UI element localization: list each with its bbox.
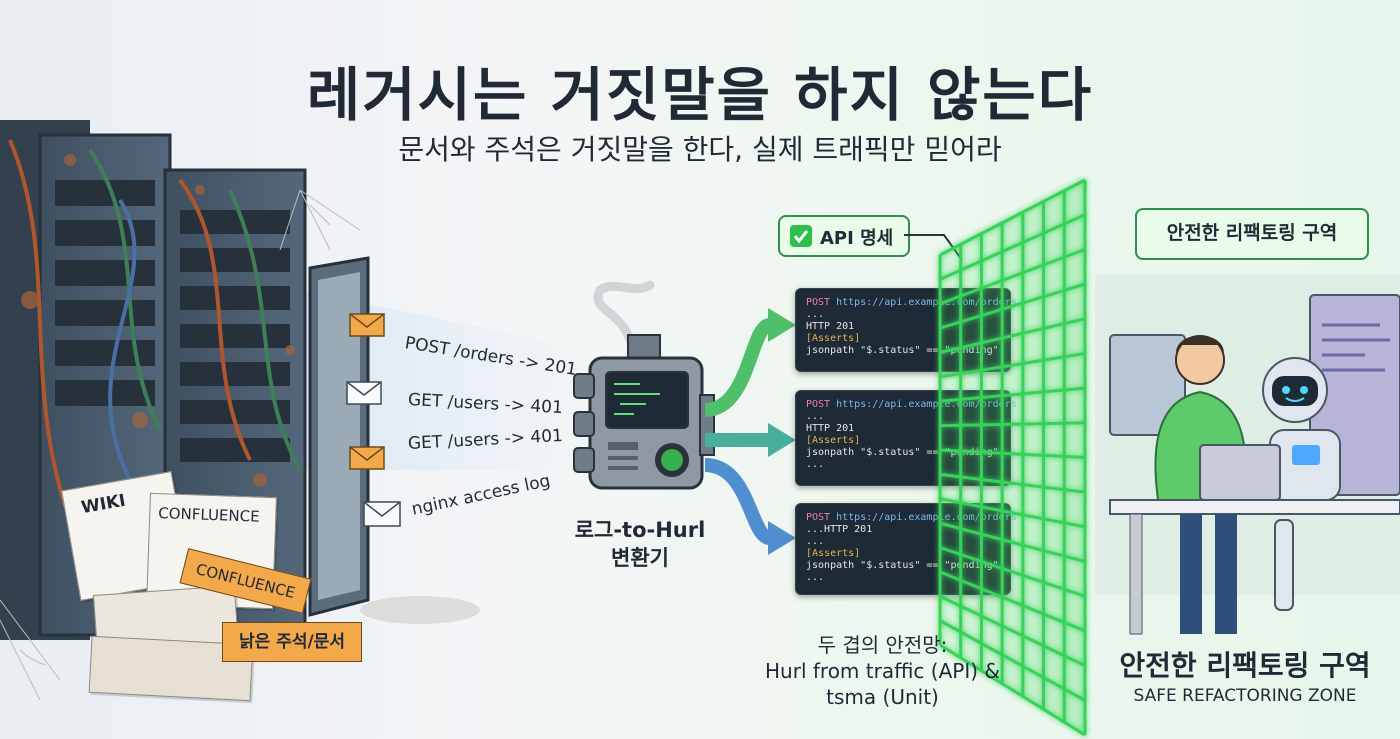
- converter-machine: [573, 280, 715, 490]
- code-method: POST: [806, 512, 831, 523]
- developer-and-robot-illustration: [1109, 294, 1400, 635]
- converter-label-line1: 로그-to-Hurl: [574, 518, 706, 542]
- code-asserts: [Asserts]: [806, 548, 861, 559]
- safety-net-grid: [938, 178, 1087, 737]
- api-spec-label: API 명세: [820, 228, 894, 249]
- code-status: HTTP 201: [806, 321, 855, 332]
- code-line: ...: [806, 309, 825, 320]
- zone-title: 안전한 리팩토링 구역: [1119, 649, 1371, 682]
- envelope-icon: [363, 501, 401, 527]
- safety-net-line1: 두 겹의 안전망:: [817, 633, 948, 657]
- code-status: HTTP 201: [806, 423, 855, 434]
- safety-net-line2: Hurl from traffic (API) &: [765, 659, 1000, 683]
- zone-tag-label: 안전한 리팩토링 구역: [1166, 222, 1338, 244]
- code-url: https://api.example.com/orders: [836, 512, 1017, 523]
- converter-label-line2: 변환기: [611, 546, 669, 570]
- code-line: ...: [806, 572, 825, 583]
- envelope-icon: [346, 381, 382, 405]
- code-line: ...: [806, 459, 825, 470]
- code-method: POST: [806, 399, 831, 410]
- code-url: https://api.example.com/orders: [836, 297, 1017, 308]
- page-subtitle: 문서와 주석은 거짓말을 한다, 실제 트래픽만 믿어라: [398, 133, 1002, 166]
- code-line: ...HTTP 201: [806, 524, 873, 535]
- code-asserts: [Asserts]: [806, 435, 861, 446]
- code-method: POST: [806, 297, 831, 308]
- zone-tag: 안전한 리팩토링 구역: [1135, 208, 1369, 260]
- code-asserts: [Asserts]: [806, 333, 861, 344]
- zone-subtitle: SAFE REFACTORING ZONE: [1133, 686, 1357, 706]
- legacy-server-illustration: [0, 120, 590, 701]
- code-url: https://api.example.com/orders: [836, 399, 1017, 410]
- api-spec-tag: API 명세: [778, 215, 910, 257]
- page-title: 레거시는 거짓말을 하지 않는다: [306, 61, 1094, 129]
- converter-label: 로그-to-Hurl 변환기: [560, 516, 720, 572]
- confluence-label: CONFLUENCE: [157, 504, 260, 526]
- checkmark-icon: [790, 225, 812, 247]
- envelope-icon: [349, 313, 385, 337]
- envelope-icon: [349, 446, 385, 470]
- safety-net-line3: tsma (Unit): [826, 685, 939, 709]
- safety-net-caption: 두 겹의 안전망: Hurl from traffic (API) & tsma…: [740, 632, 1025, 710]
- output-arrows: [704, 308, 796, 555]
- old-docs-label: 낡은 주석/문서: [222, 622, 362, 662]
- code-line: ...: [806, 411, 825, 422]
- code-status: ...: [806, 536, 825, 547]
